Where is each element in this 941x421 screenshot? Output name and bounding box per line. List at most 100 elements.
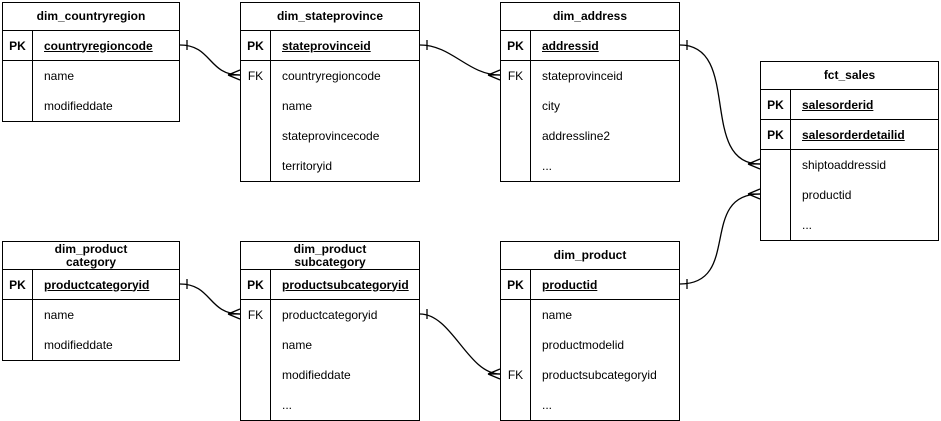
pk-badge: PK	[247, 277, 264, 292]
column-label: modifieddate	[282, 368, 351, 382]
table-row: ...	[501, 390, 679, 420]
table-row: PK productcategoryid	[3, 270, 179, 300]
column-label: productsubcategoryid	[542, 368, 657, 382]
column-label: stateprovinceid	[282, 38, 371, 53]
column-label: name	[282, 99, 313, 113]
column-label: salesorderdetailid	[802, 127, 905, 142]
table-row: FK productcategoryid	[241, 300, 419, 330]
relationship-curve[interactable]	[179, 283, 241, 315]
column-label: modifieddate	[44, 338, 113, 352]
column-label: territoryid	[282, 159, 333, 173]
table-row: PK addressid	[501, 31, 679, 61]
table-title: dim_stateprovince	[241, 3, 419, 31]
table-row: addressline2	[501, 121, 679, 151]
table-row: name	[3, 300, 179, 330]
column-label: countryregioncode	[44, 38, 153, 53]
relationship-productcategory-productsubcategory[interactable]	[179, 279, 241, 320]
relationship-productsubcategory-product[interactable]	[419, 309, 501, 380]
column-label: city	[542, 99, 560, 113]
column-label: ...	[802, 218, 813, 232]
table-row: PK salesorderid	[761, 90, 938, 120]
table-row: name	[241, 330, 419, 360]
relationship-countryregion-stateprovince[interactable]	[179, 40, 241, 81]
table-dim_productcategory[interactable]: dim_product category PK productcategoryi…	[2, 241, 180, 361]
table-row: productmodelid	[501, 330, 679, 360]
table-title: dim_product category	[3, 242, 179, 270]
relationship-product-fctsales[interactable]	[679, 188, 761, 289]
column-label: productmodelid	[542, 338, 625, 352]
table-row: city	[501, 91, 679, 121]
relationship-curve[interactable]	[179, 44, 241, 76]
column-label: addressline2	[542, 129, 611, 143]
column-label: shiptoaddressid	[802, 158, 887, 172]
table-dim_stateprovince[interactable]: dim_stateprovince PK stateprovinceid FK …	[240, 2, 420, 182]
table-body: PK salesorderid PK salesorderdetailid sh…	[761, 90, 938, 240]
table-row: name	[3, 61, 179, 91]
table-row: ...	[501, 151, 679, 181]
table-body: PK productcategoryid name modifieddate	[3, 270, 179, 360]
table-row: name	[241, 91, 419, 121]
table-row: PK salesorderdetailid	[761, 120, 938, 150]
table-title: dim_address	[501, 3, 679, 31]
relationship-curve[interactable]	[419, 313, 501, 375]
relationship-address-fctsales[interactable]	[679, 40, 761, 170]
pk-badge: PK	[507, 38, 524, 53]
column-label: productid	[802, 188, 852, 202]
column-label: productcategoryid	[282, 308, 378, 322]
many-crowfoot	[227, 69, 241, 81]
table-dim_address[interactable]: dim_address PK addressid FK stateprovinc…	[500, 2, 680, 182]
table-row: FK stateprovinceid	[501, 61, 679, 91]
table-row: territoryid	[241, 151, 419, 181]
table-row: PK productsubcategoryid	[241, 270, 419, 300]
pk-badge: PK	[507, 277, 524, 292]
column-label: productsubcategoryid	[282, 277, 409, 292]
table-title: dim_product	[501, 242, 679, 270]
column-label: stateprovinceid	[542, 69, 623, 83]
relationship-stateprovince-address[interactable]	[419, 40, 501, 81]
fk-badge: FK	[247, 308, 264, 322]
table-row: shiptoaddressid	[761, 150, 938, 180]
column-label: name	[44, 69, 75, 83]
relationship-curve[interactable]	[679, 44, 761, 165]
column-label: productid	[542, 277, 598, 292]
column-label: addressid	[542, 38, 599, 53]
fk-badge: FK	[247, 69, 264, 83]
table-row: ...	[241, 390, 419, 420]
table-dim_productsubcategory[interactable]: dim_product subcategory PK productsubcat…	[240, 241, 420, 421]
relationship-curve[interactable]	[679, 193, 761, 285]
column-label: name	[542, 308, 573, 322]
pk-badge: PK	[9, 277, 26, 292]
column-label: stateprovincecode	[282, 129, 380, 143]
many-crowfoot	[227, 308, 241, 320]
table-row: PK stateprovinceid	[241, 31, 419, 61]
column-label: ...	[542, 398, 553, 412]
table-row: FK productsubcategoryid	[501, 360, 679, 390]
column-label: countryregioncode	[282, 69, 381, 83]
table-title: dim_countryregion	[3, 3, 179, 31]
fk-badge: FK	[507, 368, 524, 382]
pk-badge: PK	[9, 38, 26, 53]
table-dim_countryregion[interactable]: dim_countryregion PK countryregioncode n…	[2, 2, 180, 122]
table-row: stateprovincecode	[241, 121, 419, 151]
column-label: name	[282, 338, 313, 352]
column-label: ...	[542, 159, 553, 173]
many-crowfoot	[487, 368, 501, 380]
table-row: PK countryregioncode	[3, 31, 179, 61]
relationship-curve[interactable]	[419, 44, 501, 76]
fk-badge: FK	[507, 69, 524, 83]
table-row: modifieddate	[3, 91, 179, 121]
table-title: dim_product subcategory	[241, 242, 419, 270]
table-body: PK countryregioncode name modifieddate	[3, 31, 179, 121]
pk-badge: PK	[767, 97, 784, 112]
table-body: PK productid name productmodelid FK prod…	[501, 270, 679, 420]
column-label: productcategoryid	[44, 277, 150, 292]
table-row: ...	[761, 210, 938, 240]
table-row: modifieddate	[3, 330, 179, 360]
table-dim_product[interactable]: dim_product PK productid name productmod…	[500, 241, 680, 421]
column-label: modifieddate	[44, 99, 113, 113]
table-fct_sales[interactable]: fct_sales PK salesorderid PK salesorderd…	[760, 61, 939, 241]
table-row: FK countryregioncode	[241, 61, 419, 91]
many-crowfoot	[747, 158, 761, 170]
